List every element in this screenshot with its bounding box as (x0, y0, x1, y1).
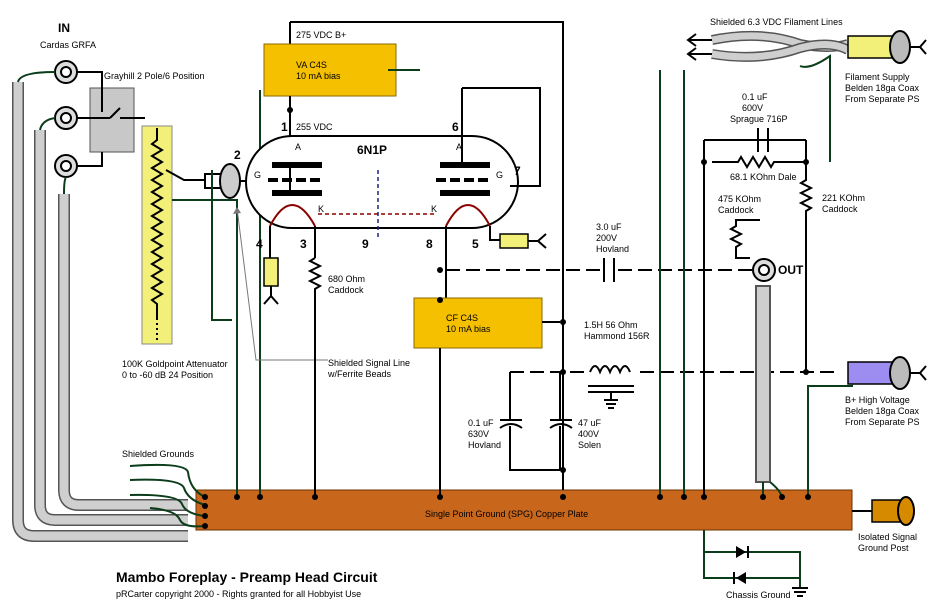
tube-name: 6N1P (357, 143, 387, 157)
svg-text:K: K (318, 204, 324, 214)
attenuator-label-2: 0 to -60 dB 24 Position (122, 370, 213, 380)
pin-7: 7 (514, 164, 521, 178)
attenuator-resistor (150, 128, 164, 318)
svg-text:G: G (496, 170, 503, 180)
bplus-label: 275 VDC B+ (296, 30, 346, 40)
ground-post (852, 496, 915, 526)
pin-1: 1 (281, 120, 288, 134)
r680-l1: 680 Ohm (328, 274, 365, 284)
diode-2 (736, 572, 746, 584)
va-c4s-block (263, 43, 397, 97)
grid-input-connector (204, 163, 241, 199)
c01b-l2: 630V (468, 429, 489, 439)
c01b-l1: 0.1 uF (468, 418, 494, 428)
pin-9: 9 (362, 237, 369, 251)
va-c4s-l1: VA C4S (296, 60, 327, 70)
shield-ground-loops (129, 463, 206, 528)
vdc-label: 255 VDC (296, 122, 333, 132)
out-label: OUT (778, 263, 804, 277)
cf-c4s-l2: 10 mA bias (446, 324, 491, 334)
choke-l2: Hammond 156R (584, 331, 650, 341)
hv-s2: Belden 18ga Coax (845, 406, 920, 416)
svg-text:A: A (456, 142, 462, 152)
svg-text:K: K (431, 204, 437, 214)
pin-6: 6 (452, 120, 459, 134)
post-l2: Ground Post (858, 543, 909, 553)
r680-resistor (307, 257, 323, 497)
diode-1 (736, 546, 746, 558)
filament-connector-pin4 (263, 257, 279, 305)
c3-l3: Hovland (596, 244, 629, 254)
choke-coil (589, 365, 631, 375)
r68k-label: 68.1 KOhm Dale (730, 172, 797, 182)
filament-lines-label: Shielded 6.3 VDC Filament Lines (710, 17, 843, 27)
plate-label: Single Point Ground (SPG) Copper Plate (425, 509, 588, 519)
pin-2: 2 (234, 148, 241, 162)
filament-s2: Belden 18ga Coax (845, 83, 920, 93)
copper-plate (195, 489, 853, 531)
c01top-l1: 0.1 uF (742, 92, 768, 102)
switch-label: Grayhill 2 Pole/6 Position (104, 71, 205, 81)
hv-s3: From Separate PS (845, 417, 920, 427)
cf-c4s-block (413, 297, 543, 349)
hv-coax-connector (847, 356, 911, 390)
pin-8: 8 (426, 237, 433, 251)
c01top-l2: 600V (742, 103, 763, 113)
hv-s1: B+ High Voltage (845, 395, 910, 405)
c01b-l3: Hovland (468, 440, 501, 450)
r221-l1: 221 KOhm (822, 193, 865, 203)
pin-5: 5 (472, 237, 479, 251)
triode-b: A G K (431, 142, 503, 227)
c47-l2: 400V (578, 429, 599, 439)
chassis-label: Chassis Ground (726, 590, 791, 600)
cable-label: Cardas GRFA (40, 40, 96, 50)
c3-l1: 3.0 uF (596, 222, 622, 232)
c01top-l3: Sprague 716P (730, 114, 788, 124)
filament-twisted (710, 30, 851, 62)
r475-l1: 475 KOhm (718, 194, 761, 204)
filament-connector-pin5 (499, 233, 547, 249)
choke-l1: 1.5H 56 Ohm (584, 320, 638, 330)
va-c4s-l2: 10 mA bias (296, 71, 341, 81)
c47-l1: 47 uF (578, 418, 602, 428)
filament-coax-connector (847, 30, 911, 64)
r221-l2: Caddock (822, 204, 858, 214)
plate-junctions (202, 107, 811, 529)
triode-a: A G K (254, 142, 324, 227)
filament-s1: Filament Supply (845, 72, 910, 82)
cf-c4s-l1: CF C4S (446, 313, 478, 323)
shielded-grounds-label: Shielded Grounds (122, 449, 195, 459)
signal-line-label-2: w/Ferrite Beads (327, 369, 392, 379)
out-jack (752, 258, 776, 282)
footer-title: Mambo Foreplay - Preamp Head Circuit (116, 569, 378, 585)
pin-4: 4 (256, 237, 263, 251)
r680-l2: Caddock (328, 285, 364, 295)
c3-l2: 200V (596, 233, 617, 243)
tube-envelope (245, 135, 519, 229)
footer-copyright: pRCarter copyright 2000 - Rights granted… (116, 589, 361, 599)
shielded-input-cables (12, 82, 188, 542)
input-jacks (54, 60, 78, 178)
svg-text:G: G (254, 170, 261, 180)
pin-3: 3 (300, 237, 307, 251)
out-shield (755, 285, 771, 483)
svg-text:A: A (295, 142, 301, 152)
post-l1: Isolated Signal (858, 532, 917, 542)
attenuator-label-1: 100K Goldpoint Attenuator (122, 359, 228, 369)
signal-line-label-1: Shielded Signal Line (328, 358, 410, 368)
r475-l2: Caddock (718, 205, 754, 215)
filament-s3: From Separate PS (845, 94, 920, 104)
selector-switch (89, 87, 135, 153)
c47-l3: Solen (578, 440, 601, 450)
in-label: IN (58, 21, 70, 35)
